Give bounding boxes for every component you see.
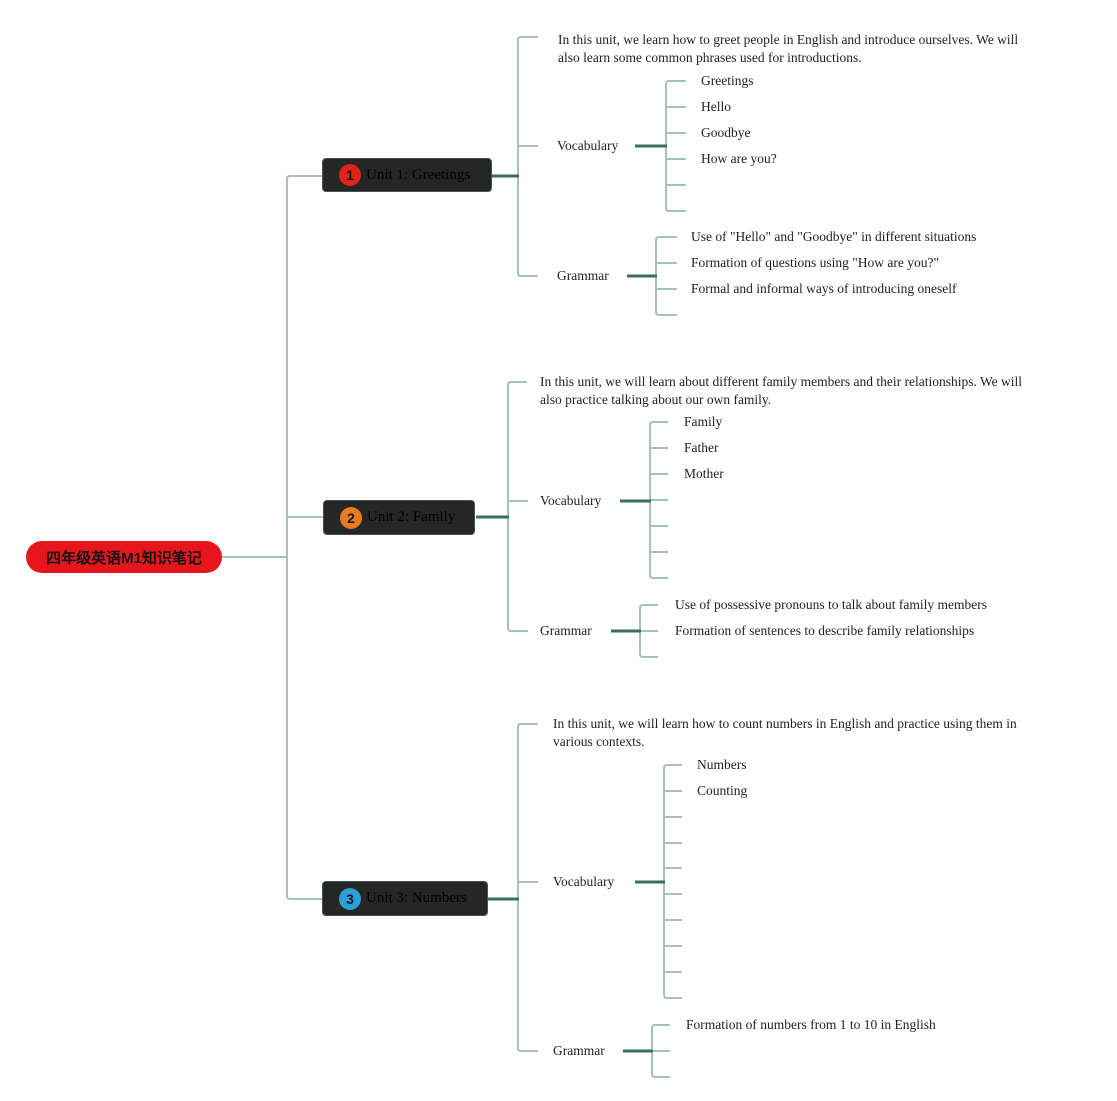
unit2-vocab-item[interactable]: Family	[684, 414, 723, 429]
connector-unit1-vocab-children	[665, 80, 686, 212]
connector-root-trunk	[286, 175, 322, 900]
unit2-node-label: Unit 2: Family	[367, 509, 456, 525]
unit3-description[interactable]: In this unit, we will learn how to count…	[553, 716, 1017, 749]
unit2-grammar-item[interactable]: Formation of sentences to describe famil…	[675, 623, 975, 638]
unit1-vocab-item[interactable]: Greetings	[701, 73, 754, 88]
connector-unit2-trunk	[507, 381, 528, 632]
unit1-vocab-item[interactable]: How are you?	[701, 151, 777, 166]
connector-unit1-grammar-children	[655, 236, 677, 316]
unit3-node[interactable]: 3 Unit 3: Numbers	[322, 881, 488, 916]
unit2-vocabulary-label[interactable]: Vocabulary	[540, 493, 602, 508]
unit3-vocab-item[interactable]: Numbers	[697, 757, 747, 772]
unit2-description[interactable]: In this unit, we will learn about differ…	[540, 374, 1023, 407]
unit1-node-label: Unit 1: Greetings	[366, 166, 471, 183]
unit2-grammar-item[interactable]: Use of possessive pronouns to talk about…	[675, 597, 987, 612]
unit2-grammar-label[interactable]: Grammar	[540, 623, 592, 638]
unit1-vocab-item[interactable]: Hello	[701, 99, 731, 114]
unit1-grammar-item[interactable]: Formation of questions using "How are yo…	[691, 255, 939, 270]
unit1-vocabulary-label[interactable]: Vocabulary	[557, 138, 619, 153]
unit1-grammar-item[interactable]: Use of "Hello" and "Goodbye" in differen…	[691, 229, 977, 244]
unit1-badge-icon: 1	[339, 164, 361, 186]
unit2-badge-icon: 2	[340, 506, 362, 529]
unit2-vocab-item[interactable]: Mother	[684, 466, 724, 481]
connector-unit3-vocab-children	[663, 764, 682, 999]
unit3-vocabulary-label[interactable]: Vocabulary	[553, 874, 615, 889]
unit2-vocab-item[interactable]: Father	[684, 440, 719, 455]
unit1-node[interactable]: 1 Unit 1: Greetings	[322, 158, 492, 192]
root-node[interactable]: 四年级英语M1知识笔记	[26, 541, 222, 573]
root-node-label: 四年级英语M1知识笔记	[46, 549, 202, 567]
unit1-grammar-item[interactable]: Formal and informal ways of introducing …	[691, 281, 957, 296]
unit3-vocab-item[interactable]: Counting	[697, 783, 748, 798]
unit2-node[interactable]: 2 Unit 2: Family	[323, 500, 475, 535]
unit3-node-label: Unit 3: Numbers	[366, 890, 467, 906]
unit3-grammar-label[interactable]: Grammar	[553, 1043, 605, 1058]
unit1-vocab-item[interactable]: Goodbye	[701, 125, 751, 140]
connector-unit1-trunk	[517, 36, 538, 277]
unit3-grammar-item[interactable]: Formation of numbers from 1 to 10 in Eng…	[686, 1017, 936, 1032]
unit3-badge-icon: 3	[339, 887, 361, 910]
unit1-description[interactable]: In this unit, we learn how to greet peop…	[558, 32, 1019, 65]
unit1-grammar-label[interactable]: Grammar	[557, 268, 609, 283]
connector-unit3-trunk	[517, 723, 538, 1052]
